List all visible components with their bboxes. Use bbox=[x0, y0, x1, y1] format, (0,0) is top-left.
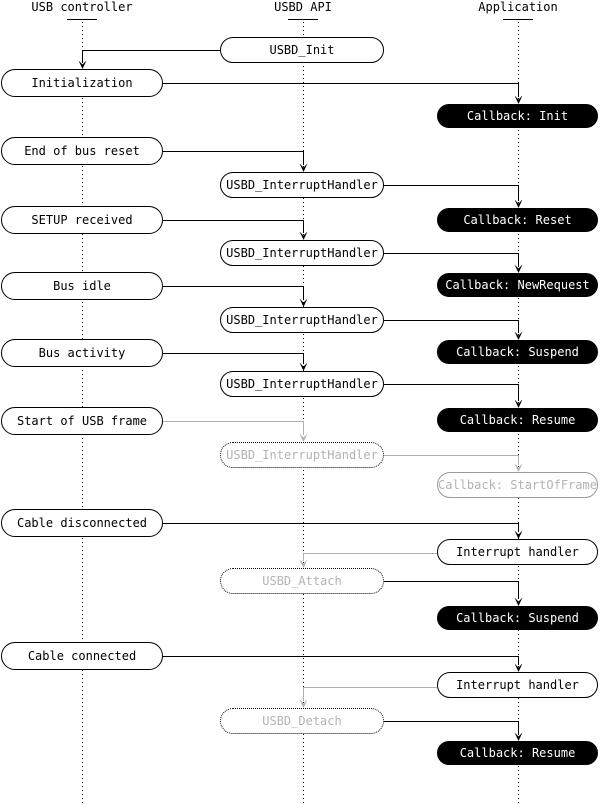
event-box-bus-idle: Bus idle bbox=[1, 272, 163, 300]
api-call-usbd-init: USBD_Init bbox=[220, 37, 384, 63]
callback-startofframe: Callback: StartOfFrame bbox=[437, 472, 598, 498]
lane-label-application: Application bbox=[478, 0, 558, 14]
event-box-setup-received: SETUP received bbox=[1, 206, 163, 234]
callback-suspend-1: Callback: Suspend bbox=[437, 340, 598, 364]
lane-label-usb-controller: USB controller bbox=[31, 0, 133, 14]
callback-newrequest: Callback: NewRequest bbox=[437, 273, 598, 297]
event-box-cable-connected: Cable connected bbox=[1, 642, 163, 670]
api-call-usbd-interrupthandler-4: USBD_InterruptHandler bbox=[220, 371, 384, 397]
callback-init: Callback: Init bbox=[437, 104, 598, 128]
api-call-usbd-detach: USBD_Detach bbox=[220, 708, 384, 734]
lane-label-usbd-api: USBD API bbox=[274, 0, 332, 14]
callback-resume-1: Callback: Resume bbox=[437, 408, 598, 432]
event-box-initialization: Initialization bbox=[1, 69, 163, 97]
callback-reset: Callback: Reset bbox=[437, 208, 598, 232]
interrupt-handler-1: Interrupt handler bbox=[437, 539, 598, 565]
interrupt-handler-2: Interrupt handler bbox=[437, 672, 598, 698]
api-call-usbd-interrupthandler-3: USBD_InterruptHandler bbox=[220, 307, 384, 333]
event-box-start-of-usb-frame: Start of USB frame bbox=[1, 407, 163, 435]
callback-resume-2: Callback: Resume bbox=[437, 741, 598, 765]
event-box-bus-activity: Bus activity bbox=[1, 339, 163, 367]
api-call-usbd-interrupthandler-2: USBD_InterruptHandler bbox=[220, 240, 384, 266]
api-call-usbd-attach: USBD_Attach bbox=[220, 568, 384, 594]
api-call-usbd-interrupthandler-5: USBD_InterruptHandler bbox=[220, 442, 384, 468]
api-call-usbd-interrupthandler-1: USBD_InterruptHandler bbox=[220, 172, 384, 198]
event-box-cable-disconnected: Cable disconnected bbox=[1, 509, 163, 537]
callback-suspend-2: Callback: Suspend bbox=[437, 606, 598, 630]
event-box-end-of-bus-reset: End of bus reset bbox=[1, 137, 163, 165]
